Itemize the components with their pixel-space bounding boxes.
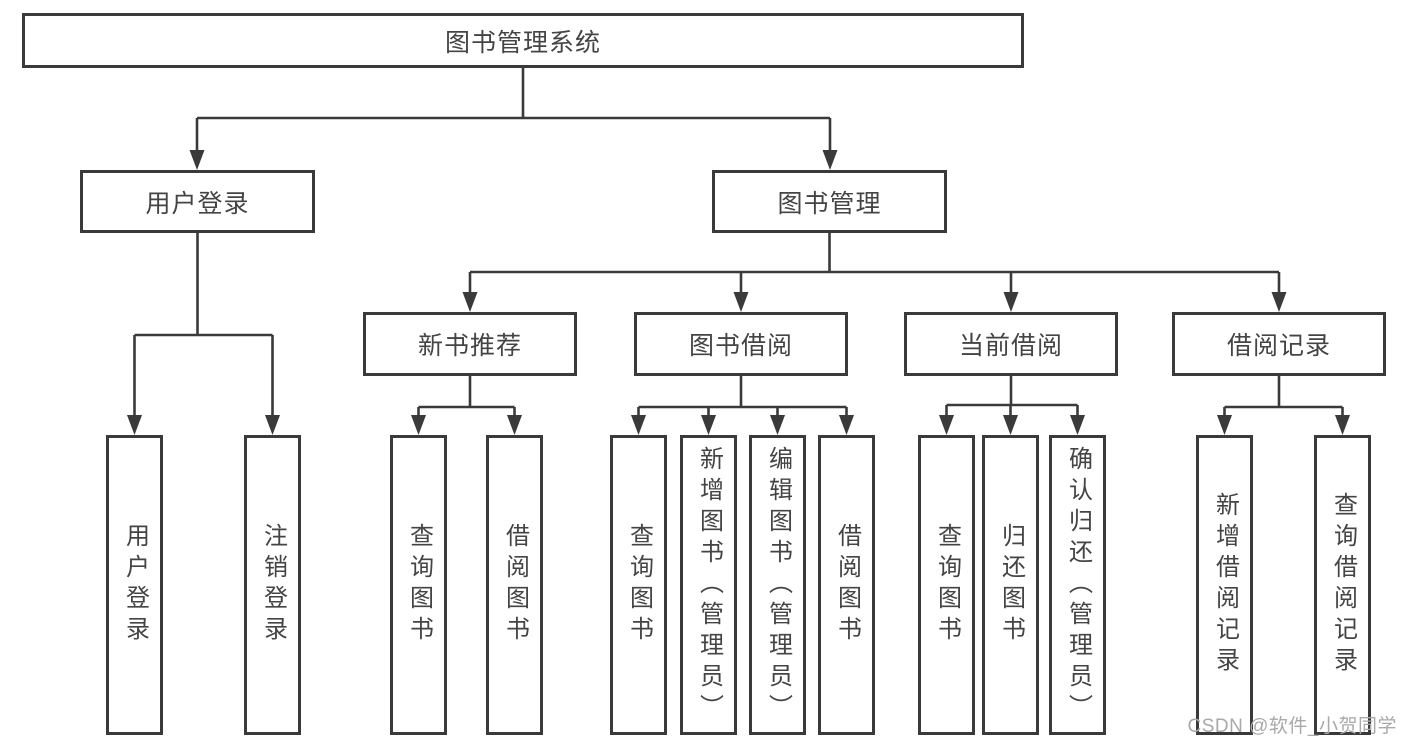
leaf-records-query-borrow-record: 查询借阅记录 [1314, 435, 1371, 735]
leaf-user-login: 用户登录 [106, 435, 163, 735]
leaf-recommend-query-books: 查询图书 [390, 435, 447, 735]
leaf-borrowing-add-books-admin: 新增图书（管理员） [680, 435, 737, 735]
leaf-records-add-borrow-record: 新增借阅记录 [1196, 435, 1253, 735]
leaf-borrowing-edit-books-admin: 编辑图书（管理员） [749, 435, 806, 735]
node-new-book-recommend: 新书推荐 [363, 312, 577, 376]
node-book-management: 图书管理 [712, 170, 947, 233]
node-current-borrowing: 当前借阅 [904, 312, 1118, 376]
node-user-login: 用户登录 [80, 170, 315, 233]
node-borrowing-records: 借阅记录 [1172, 312, 1386, 376]
leaf-borrowing-borrow-books: 借阅图书 [818, 435, 875, 735]
csdn-watermark: CSDN @软件_小贺同学 [1187, 716, 1397, 737]
node-book-borrowing: 图书借阅 [634, 312, 848, 376]
leaf-current-return-books: 归还图书 [982, 435, 1039, 735]
leaf-recommend-borrow-books: 借阅图书 [486, 435, 543, 735]
node-library-management-system: 图书管理系统 [22, 13, 1024, 68]
leaf-current-confirm-return-admin: 确认归还（管理员） [1049, 435, 1106, 735]
connector-path [133, 68, 1344, 418]
leaf-borrowing-query-books: 查询图书 [610, 435, 667, 735]
leaf-logout: 注销登录 [244, 435, 301, 735]
arrowheads [127, 150, 1350, 435]
leaf-current-query-books: 查询图书 [918, 435, 975, 735]
